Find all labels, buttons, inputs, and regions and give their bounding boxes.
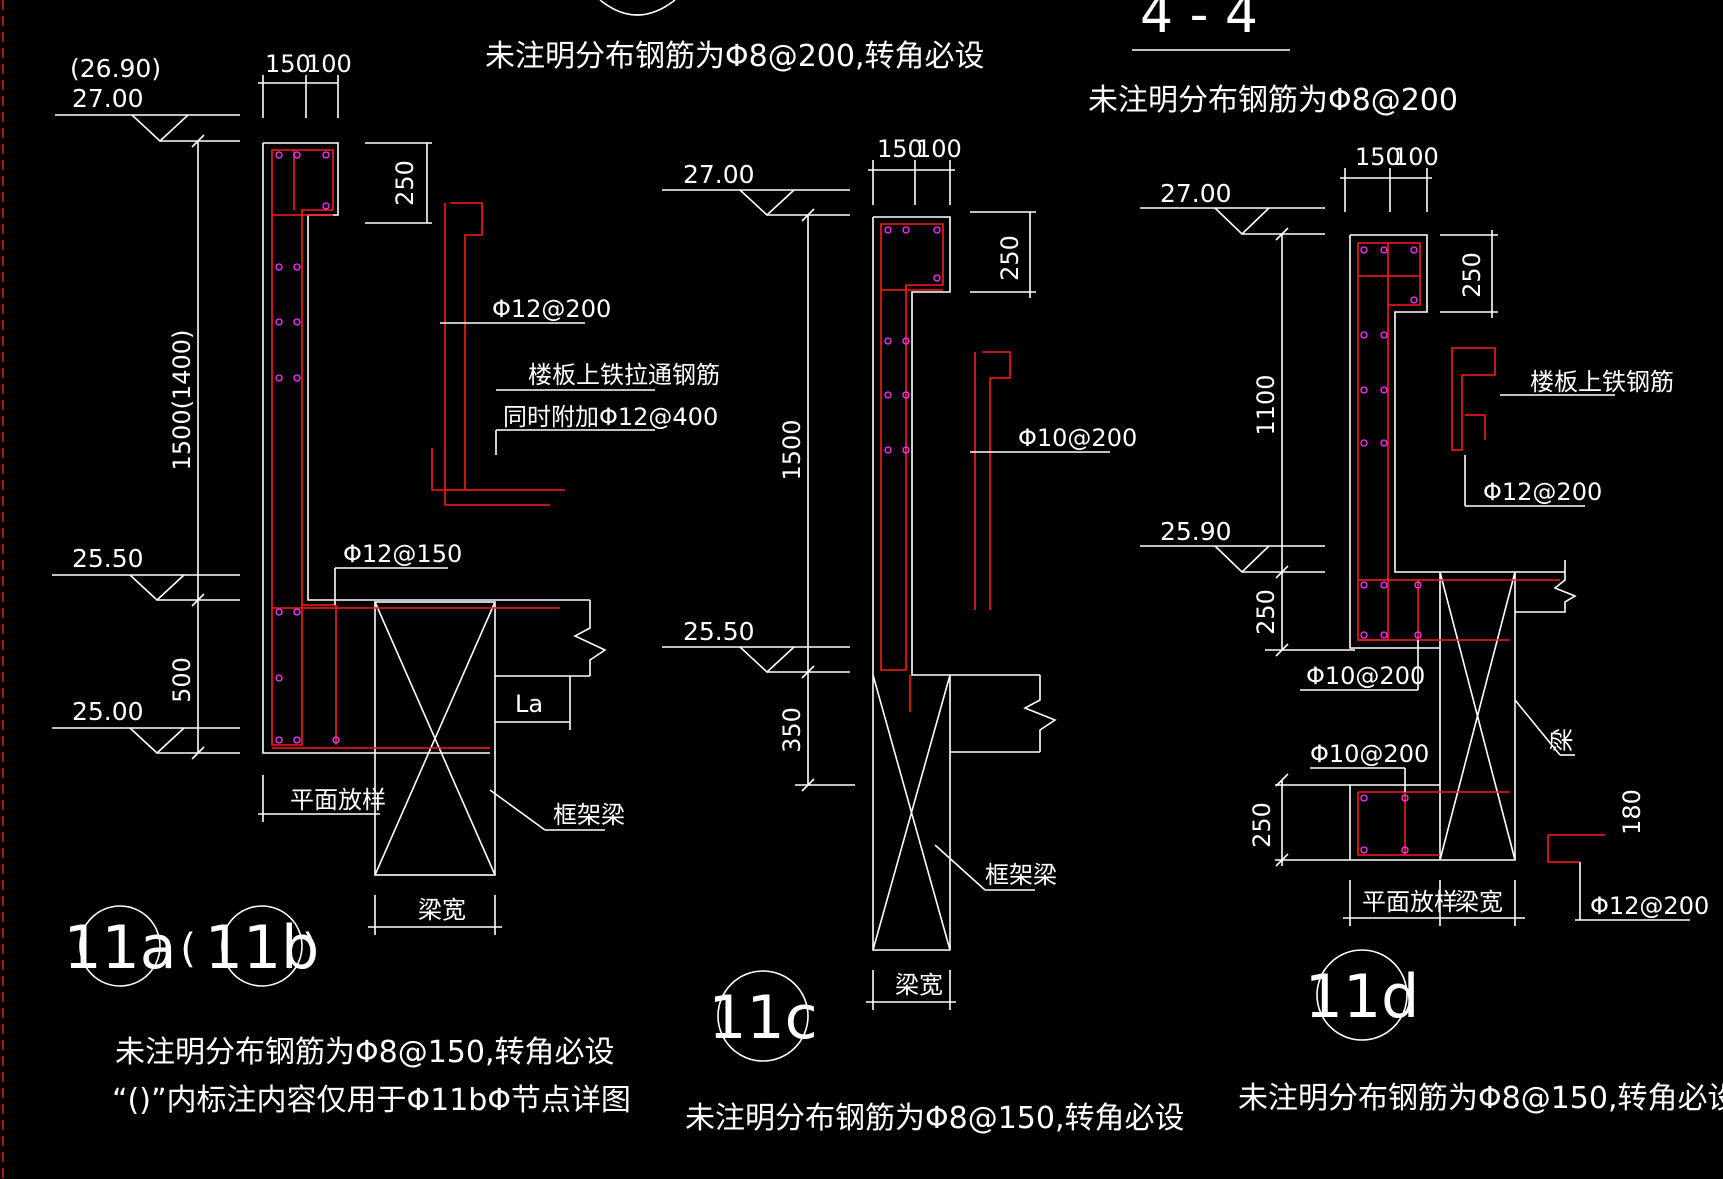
- detail-bubble: (: [180, 926, 196, 972]
- dim-width: 150: [1355, 143, 1401, 171]
- rebar-label: Φ12@200: [1590, 892, 1709, 920]
- level-label: 25.90: [1160, 517, 1232, 546]
- bar-dots: [1360, 246, 1422, 854]
- rebar-label: 同时附加Φ12@400: [503, 403, 718, 431]
- level-symbol: [1140, 545, 1325, 574]
- note-top-right: 未注明分布钢筋为Φ8@200: [1088, 83, 1458, 118]
- note-top-center: 未注明分布钢筋为Φ8@200,转角必设: [485, 39, 985, 74]
- rebar-label: Φ12@200: [492, 295, 611, 323]
- detail-bubble: 11a: [63, 913, 176, 983]
- dim-250: 250: [1458, 252, 1486, 298]
- rebar-detached: [444, 202, 550, 506]
- rebar-detached: [1451, 347, 1496, 451]
- detail-11d: 27.00 25.90 1100 250 150 100: [1140, 143, 1723, 1116]
- label-plan-layout: 平面放样: [1362, 888, 1458, 916]
- detail-bubble: ): [302, 926, 318, 972]
- label-beam: 梁: [1548, 728, 1576, 752]
- dim-height: 350: [778, 707, 806, 753]
- level-symbol: [52, 727, 240, 755]
- label-beam-width: 梁宽: [418, 896, 466, 924]
- dim-width: 150: [877, 135, 923, 163]
- detail-11ab: (26.90) 27.00 25.50 25.00 1500(1400) 500: [52, 50, 720, 1118]
- header: 未注明分布钢筋为Φ8@200,转角必设 4 - 4 未注明分布钢筋为Φ8@200: [485, 0, 1458, 118]
- rebar-hook: [1547, 834, 1605, 863]
- dim-height: 1500: [778, 419, 806, 480]
- rebar-detached: [974, 351, 1011, 610]
- dim-height: 250: [1252, 589, 1280, 635]
- rebar-label: Φ12@200: [1483, 478, 1602, 506]
- level-symbol: [662, 646, 850, 674]
- detail-note: “()”内标注内容仅用于Φ11bΦ节点详图: [112, 1083, 631, 1118]
- detail-note: 未注明分布钢筋为Φ8@150,转角必设: [1238, 1081, 1723, 1116]
- rebar-outer: [880, 223, 944, 671]
- frame-beam: [374, 601, 496, 876]
- detail-note: 未注明分布钢筋为Φ8@150,转角必设: [685, 1101, 1185, 1136]
- concrete-outline: [262, 142, 590, 754]
- level-symbol: [1140, 207, 1325, 236]
- detail-note: 未注明分布钢筋为Φ8@150,转角必设: [115, 1035, 615, 1070]
- rebar-label: Φ12@150: [343, 540, 462, 568]
- rebar-outer: [271, 149, 334, 746]
- bar-dots: [884, 226, 941, 454]
- concrete-outline: [872, 216, 1040, 951]
- dim-height: 1100: [1252, 374, 1280, 435]
- dim-250: 250: [391, 160, 419, 206]
- dim-250: 250: [996, 235, 1024, 281]
- dim-width: 100: [306, 50, 352, 78]
- rebar-label: Φ10@200: [1018, 424, 1137, 452]
- dim-180: 180: [1618, 789, 1646, 835]
- dim-height: 1500(1400): [168, 330, 196, 471]
- level-label: (26.90): [70, 54, 161, 83]
- level-symbol: [662, 189, 850, 217]
- rebar-label: Φ10@200: [1306, 662, 1425, 690]
- level-label: 25.00: [72, 697, 144, 726]
- label-plan-layout: 平面放样: [290, 786, 386, 814]
- detail-bubble: 11c: [708, 983, 817, 1053]
- level-label: 27.00: [683, 160, 755, 189]
- detail-11c: 27.00 25.50 1500 350 150 100: [662, 135, 1185, 1136]
- level-label: 25.50: [72, 544, 144, 573]
- rebar-label: 楼板上铁拉通钢筋: [528, 361, 720, 389]
- dim-width: 100: [916, 135, 962, 163]
- dim-width: 100: [1393, 143, 1439, 171]
- level-label: 25.50: [683, 617, 755, 646]
- rebar-label: Φ10@200: [1310, 740, 1429, 768]
- detail-bubble: 11d: [1305, 962, 1419, 1032]
- level-label: 27.00: [72, 84, 144, 113]
- rebar-label: 楼板上铁钢筋: [1530, 368, 1674, 396]
- level-symbol: [55, 114, 240, 143]
- level-label: 27.00: [1160, 179, 1232, 208]
- label-beam-width: 梁宽: [895, 971, 943, 999]
- dim-la: La: [515, 690, 543, 718]
- detail-bubble: 11b: [205, 913, 319, 983]
- dim-250: 250: [1248, 802, 1276, 848]
- section-title: 4 - 4: [1140, 0, 1258, 45]
- dim-height: 500: [168, 657, 196, 703]
- dim-width: 150: [265, 50, 311, 78]
- bar-dots: [275, 151, 340, 744]
- label-frame-beam: 框架梁: [985, 861, 1057, 889]
- level-symbol: [52, 574, 240, 602]
- label-frame-beam: 框架梁: [553, 801, 625, 829]
- label-beam-width: 梁宽: [1455, 888, 1503, 916]
